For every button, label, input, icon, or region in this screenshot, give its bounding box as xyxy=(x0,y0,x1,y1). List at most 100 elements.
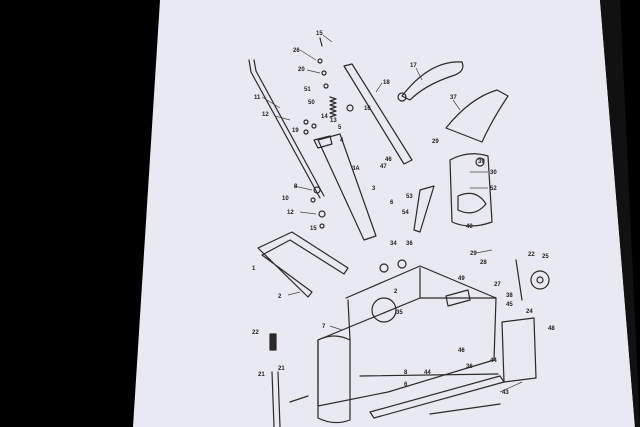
callout-leaders xyxy=(261,34,523,393)
callout-number: 3 xyxy=(372,186,376,192)
leader xyxy=(322,34,333,43)
leader xyxy=(293,185,313,191)
callout-number: 2 xyxy=(394,289,398,295)
leader xyxy=(287,291,301,296)
handle-rod xyxy=(248,59,321,199)
deflector-knob xyxy=(397,92,407,102)
callout-number: 48 xyxy=(548,326,555,332)
spring-50 xyxy=(329,96,337,118)
callout-number: 2 xyxy=(278,294,282,300)
callout-number: 6 xyxy=(404,382,408,388)
callout-number: 36 xyxy=(406,241,413,247)
callout-number: 25 xyxy=(542,254,549,260)
leader xyxy=(375,82,383,93)
callout-number: 21 xyxy=(258,372,265,378)
collar-8 xyxy=(313,186,321,194)
callout-number: 16 xyxy=(364,106,371,112)
shaft-21-edge xyxy=(277,371,281,427)
washer-10 xyxy=(310,197,316,203)
callout-number: 43 xyxy=(502,390,509,396)
washer-20 xyxy=(321,70,327,76)
callout-number: 34 xyxy=(390,241,397,247)
bolt-lower xyxy=(289,395,309,403)
pin-15 xyxy=(319,37,323,47)
opening-40 xyxy=(457,192,487,214)
cap-39 xyxy=(475,157,485,167)
callout-number: 36 xyxy=(466,364,473,370)
chute-37 xyxy=(445,89,509,143)
callout-number: 1 xyxy=(252,266,256,272)
callout-number: 15 xyxy=(316,31,323,37)
callout-number: 50 xyxy=(308,100,315,106)
callout-number: 45 xyxy=(506,302,513,308)
shaft-21 xyxy=(271,371,275,427)
nut-13 xyxy=(311,123,317,129)
callout-number: 47 xyxy=(380,164,387,170)
chute-rod-18 xyxy=(343,63,413,165)
side-plate xyxy=(317,335,351,424)
leader xyxy=(475,249,493,254)
nut-12 xyxy=(318,210,326,218)
paper-sheet xyxy=(133,0,635,427)
callout-number: 28 xyxy=(480,260,487,266)
chute-base-30 xyxy=(449,153,493,227)
callout-number: 18 xyxy=(383,80,390,86)
leader xyxy=(261,96,281,109)
callout-number: 14 xyxy=(321,114,328,120)
callout-number: 54 xyxy=(402,210,409,216)
plate-53 xyxy=(413,185,435,233)
nut-16 xyxy=(346,104,354,112)
pulley xyxy=(530,270,550,290)
frame-1 xyxy=(257,231,349,298)
callout-labels: 15 26 20 17 18 11 51 50 16 12 14 13 19 5… xyxy=(252,31,555,396)
grip-22 xyxy=(269,333,277,351)
nut-19 xyxy=(303,129,309,135)
callout-number: 35 xyxy=(396,310,403,316)
callout-number: 4 xyxy=(340,138,344,144)
callout-number: 29 xyxy=(470,251,477,257)
callout-number: 44 xyxy=(424,370,431,376)
leader xyxy=(415,67,423,81)
leader xyxy=(299,211,317,215)
callout-number: 27 xyxy=(494,282,501,288)
callout-number: 22 xyxy=(252,330,259,336)
callout-number: 44 xyxy=(490,358,497,364)
callout-number: 39 xyxy=(478,159,485,165)
pulley-hub xyxy=(536,276,544,284)
leader xyxy=(329,325,343,331)
callout-number: 3A xyxy=(352,166,360,172)
exploded-diagram-linework xyxy=(248,37,550,427)
nut-15 xyxy=(319,223,325,229)
nut-14 xyxy=(303,119,309,125)
callout-number: 40 xyxy=(466,224,473,230)
callout-number: 37 xyxy=(450,95,457,101)
leader xyxy=(274,115,291,121)
callout-number: 8 xyxy=(404,370,408,376)
callout-number: 29 xyxy=(432,139,439,145)
callout-number: 10 xyxy=(282,196,289,202)
deflector-17 xyxy=(401,61,464,101)
impeller-opening xyxy=(371,297,397,323)
bracket-3A xyxy=(317,133,377,241)
nut-34 xyxy=(379,263,389,273)
callout-number: 22 xyxy=(528,252,535,258)
callout-number: 5 xyxy=(338,125,342,131)
housing-top xyxy=(345,265,497,299)
callout-number: 26 xyxy=(293,48,300,54)
leader xyxy=(306,69,321,74)
callout-number: 52 xyxy=(490,186,497,192)
callout-number: 12 xyxy=(287,210,294,216)
bracket-48 xyxy=(501,317,537,383)
callout-number: 46 xyxy=(385,157,392,163)
callout-number: 21 xyxy=(278,366,285,372)
callout-number: 49 xyxy=(458,276,465,282)
callout-number: 20 xyxy=(298,67,305,73)
nut-36 xyxy=(397,259,407,269)
shaft-27 xyxy=(515,259,523,301)
callout-number: 15 xyxy=(310,226,317,232)
plate-49 xyxy=(445,289,471,307)
callout-number: 6 xyxy=(390,200,394,206)
paper-shadow xyxy=(600,0,640,427)
skid-bar xyxy=(429,403,501,415)
